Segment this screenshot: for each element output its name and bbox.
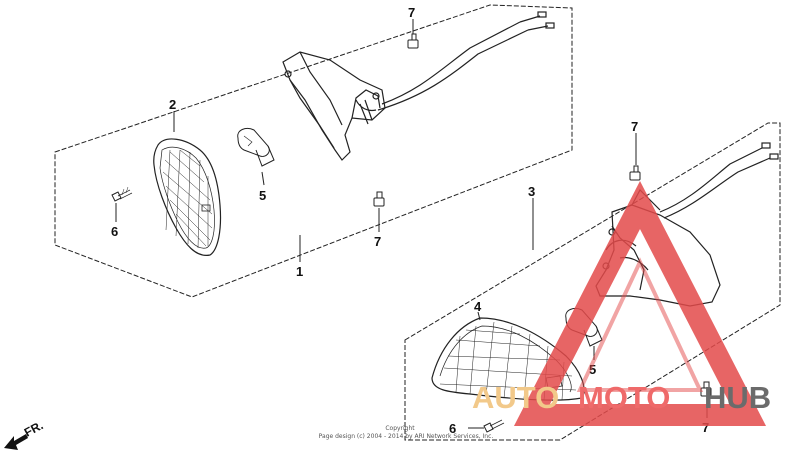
callout-6-left: 6 [111, 224, 118, 239]
callout-4: 4 [474, 299, 482, 314]
callout-5-right: 5 [589, 362, 596, 377]
left-nut [373, 191, 385, 207]
callout-7-mid-left: 7 [374, 234, 381, 249]
left-screw [111, 186, 133, 202]
callout-5-left: 5 [259, 188, 266, 203]
right-top-nut [629, 165, 641, 181]
watermark-text-hub: HUB [704, 380, 771, 415]
callout-3: 3 [528, 184, 535, 199]
copyright-line-1: Copyright [385, 425, 415, 432]
right-lens [431, 317, 585, 401]
right-screw [483, 419, 505, 433]
callout-2: 2 [169, 97, 176, 112]
top-nut [407, 33, 419, 49]
front-arrow-icon [4, 434, 28, 450]
watermark-text-moto: MOTO [578, 380, 670, 415]
callout-7-top-right: 7 [631, 119, 638, 134]
callout-6-right: 6 [449, 421, 456, 436]
watermark-text-auto: AUTO [472, 380, 559, 415]
right-assembly-box [404, 122, 781, 441]
left-lens [153, 138, 222, 256]
front-direction-indicator: FR. [4, 418, 45, 450]
watermark-logo: AUTO MOTO HUB [472, 180, 771, 426]
copyright-line-2: Page design (c) 2004 - 2014 by ARI Netwo… [319, 433, 494, 440]
left-assembly-group [54, 4, 573, 298]
left-housing [282, 11, 555, 161]
callout-1: 1 [296, 264, 303, 279]
watermark-triangle-icon [513, 180, 767, 426]
left-assembly-box [54, 4, 573, 298]
callout-7-bottom-right: 7 [702, 420, 709, 435]
callout-7-top-left: 7 [408, 5, 415, 20]
left-bulb [237, 127, 275, 167]
